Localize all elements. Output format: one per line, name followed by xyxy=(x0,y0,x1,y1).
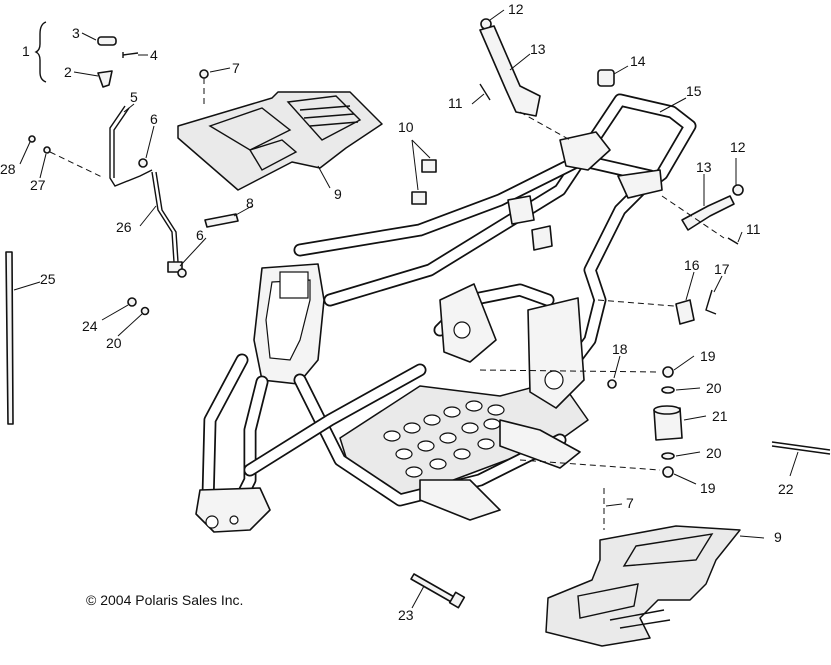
callout-6a: 6 xyxy=(150,111,158,127)
callout-18: 18 xyxy=(612,341,628,357)
callout-16: 16 xyxy=(684,257,700,273)
callout-25: 25 xyxy=(40,271,56,287)
callout-24: 24 xyxy=(82,318,98,334)
part-9-footrest-top xyxy=(177,91,383,191)
callout-12a: 12 xyxy=(508,1,524,17)
part-16-clip xyxy=(675,299,695,325)
callout-6b: 6 xyxy=(196,227,204,243)
callout-17: 17 xyxy=(714,261,730,277)
part-20-washer-top xyxy=(661,386,675,394)
part-19-nut-top xyxy=(662,366,674,378)
part-6-bolt xyxy=(138,158,148,168)
callout-26: 26 xyxy=(116,219,132,235)
callout-2: 2 xyxy=(64,64,72,80)
callout-20b: 20 xyxy=(706,380,722,396)
part-20-washer xyxy=(140,306,150,316)
callout-28: 28 xyxy=(0,161,16,177)
part-3-cap xyxy=(97,36,117,46)
callout-23: 23 xyxy=(398,607,414,623)
callout-1: 1 xyxy=(22,43,30,59)
callout-14: 14 xyxy=(630,53,646,69)
callout-5: 5 xyxy=(130,89,138,105)
part-25-rod xyxy=(5,251,14,425)
callout-7b: 7 xyxy=(626,495,634,511)
leader-lines xyxy=(13,9,799,609)
part-23-bolt xyxy=(410,573,466,609)
part-11-bolt-top xyxy=(479,83,571,141)
part-21-mount xyxy=(653,405,683,441)
callout-19a: 19 xyxy=(700,348,716,364)
callout-21: 21 xyxy=(712,408,728,424)
skid-plate-holes xyxy=(383,400,519,478)
part-4-clip xyxy=(122,52,139,58)
part-7-screw xyxy=(199,69,209,104)
part-27-washer xyxy=(43,146,51,154)
part-13-footpeg-right xyxy=(681,195,735,231)
part-2-grip xyxy=(97,70,113,88)
part-6-nut xyxy=(177,268,187,278)
part-26-rod xyxy=(151,171,183,273)
callout-10: 10 xyxy=(398,119,414,135)
callout-15: 15 xyxy=(686,83,702,99)
main-frame xyxy=(195,93,697,533)
part-9-footrest-bottom xyxy=(545,525,741,647)
part-8-pin xyxy=(204,213,239,228)
group-bracket xyxy=(34,21,47,83)
callout-labels: 1 2 3 4 5 6 6 7 7 8 9 9 10 11 11 12 12 1… xyxy=(0,1,794,623)
part-12-bracket-right xyxy=(732,184,744,196)
part-17-clip xyxy=(705,289,717,315)
part-11-bolt-right xyxy=(661,195,739,245)
callout-3: 3 xyxy=(72,25,80,41)
callout-11b: 11 xyxy=(746,221,761,237)
callout-9a: 9 xyxy=(334,186,342,202)
callout-27: 27 xyxy=(30,177,46,193)
part-19-nut-bottom xyxy=(662,466,674,478)
callout-19b: 19 xyxy=(700,480,716,496)
callout-11a: 11 xyxy=(448,95,463,111)
callout-7a: 7 xyxy=(232,60,240,76)
callout-8: 8 xyxy=(246,195,254,211)
callout-20c: 20 xyxy=(706,445,722,461)
callout-20a: 20 xyxy=(106,335,122,351)
callout-4: 4 xyxy=(150,47,158,63)
part-5-cable xyxy=(109,105,153,187)
part-24-nut xyxy=(127,297,137,307)
part-28-screw xyxy=(28,135,36,143)
part-18-nut xyxy=(607,379,617,389)
callout-12b: 12 xyxy=(730,139,746,155)
callout-9b: 9 xyxy=(774,529,782,545)
copyright-notice: © 2004 Polaris Sales Inc. xyxy=(86,592,244,608)
part-13-footpeg-top xyxy=(479,25,541,117)
part-20-washer-bottom xyxy=(661,452,675,460)
callout-13b: 13 xyxy=(696,159,712,175)
part-10-bushing-set xyxy=(411,139,437,205)
part-14-plug xyxy=(597,69,615,87)
callout-13a: 13 xyxy=(530,41,546,57)
part-22-strap xyxy=(771,441,831,455)
callout-22: 22 xyxy=(778,481,794,497)
